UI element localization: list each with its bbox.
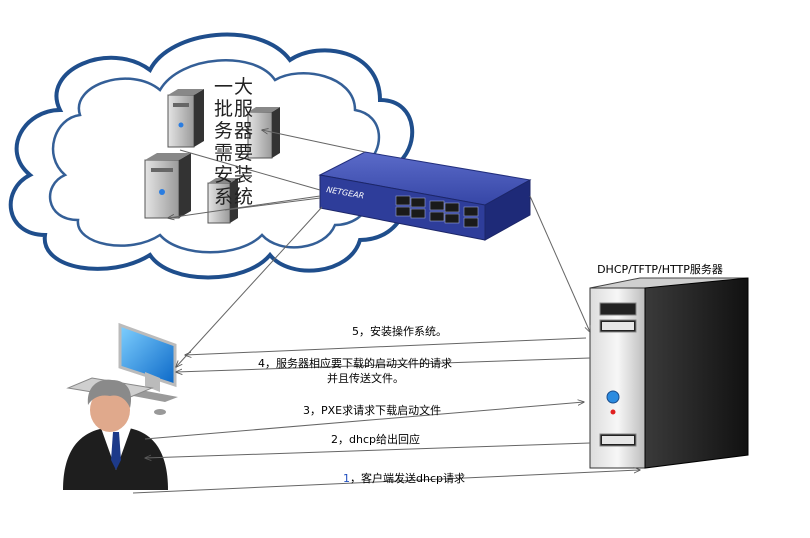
dhcp-server: [589, 277, 749, 469]
step-4-label-cont: 并且传送文件。: [327, 372, 404, 385]
step-number: 2: [331, 433, 338, 446]
step-1-label: 1，客户端发送dhcp请求: [343, 472, 465, 486]
step-5-label: 5，安装操作系统。: [352, 325, 447, 339]
step-number: 4: [258, 357, 265, 370]
step-2-label: 2，dhcp给出回应: [331, 433, 420, 447]
step-number: 5: [352, 325, 359, 338]
cloud-shape: [8, 32, 415, 280]
server-icon: [144, 153, 191, 219]
step-text: ，dhcp给出回应: [338, 433, 420, 446]
step-text: ，服务器相应要下载的启动文件的请求: [265, 357, 452, 370]
step-text: ，PXE求请求下载启动文件: [310, 404, 442, 417]
server-icon: [247, 107, 280, 159]
cloud-label: 一大批服务器需要安装系统: [214, 76, 255, 208]
server-icon: [167, 89, 204, 148]
server-label: DHCP/TFTP/HTTP服务器: [597, 263, 723, 276]
step-text: ，客户端发送dhcp请求: [350, 472, 465, 485]
connection-lines: [132, 130, 640, 494]
step-4-label: 4，服务器相应要下载的启动文件的请求: [258, 357, 452, 371]
server-icon: [207, 178, 238, 224]
network-switch: NETGEAR: [318, 151, 532, 241]
step-number: 3: [303, 404, 310, 417]
client-monitor: [66, 322, 178, 415]
user-avatar: [63, 379, 168, 490]
step-3-label: 3，PXE求请求下载启动文件: [303, 404, 441, 418]
step-number: 1: [343, 472, 350, 485]
step-text: ，安装操作系统。: [359, 325, 447, 338]
